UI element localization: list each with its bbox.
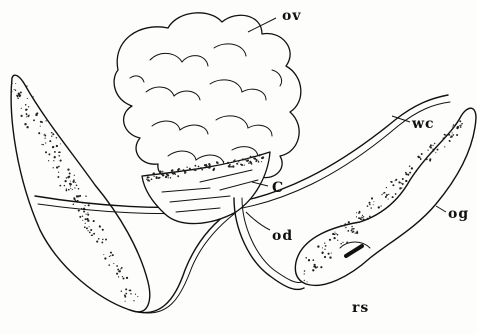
label-wc: wc <box>411 116 435 132</box>
leader-od <box>246 212 270 230</box>
oviduct <box>234 198 304 290</box>
right-gland <box>295 108 476 285</box>
rs-mark <box>346 246 362 256</box>
label-rs: rs <box>352 300 369 316</box>
left-duct <box>130 210 232 313</box>
label-og: og <box>448 206 469 222</box>
label-c: C <box>272 180 284 196</box>
leader-og <box>436 206 446 212</box>
ovary <box>114 13 301 184</box>
left-duct-inner <box>138 214 234 313</box>
label-od: od <box>272 228 293 244</box>
left-gland-stipple <box>10 82 138 301</box>
label-ov: ov <box>282 8 301 24</box>
